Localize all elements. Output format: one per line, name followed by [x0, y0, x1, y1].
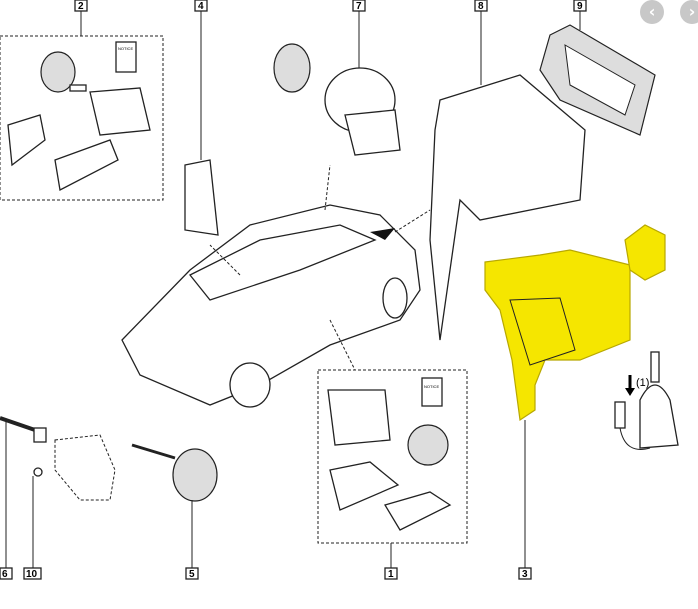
- part-8: [429, 74, 586, 341]
- svg-text:4: 4: [198, 1, 204, 12]
- key-blank-6: [0, 416, 47, 443]
- part-4: [184, 159, 219, 236]
- svg-text:NOTICE: NOTICE: [424, 384, 439, 389]
- svg-text:9: 9: [577, 1, 583, 12]
- callouts: 2 4 7 8 9 6 10 5 1 3: [0, 0, 587, 580]
- svg-text:8: 8: [478, 1, 484, 12]
- svg-text:NOTICE: NOTICE: [118, 46, 133, 51]
- part-3-highlighted: [484, 224, 666, 422]
- svg-text:5: 5: [189, 569, 195, 580]
- svg-text:6: 6: [2, 569, 8, 580]
- kit-1-parts: NOTICE: [327, 377, 452, 531]
- kit-1-box: [317, 369, 468, 544]
- key-5: [131, 443, 218, 502]
- next-image-button[interactable]: ›: [680, 0, 698, 24]
- svg-text:10: 10: [26, 569, 38, 580]
- car: [121, 204, 421, 408]
- svg-text:7: 7: [356, 1, 362, 12]
- svg-text:1: 1: [388, 569, 394, 580]
- remote-shell-10: [33, 434, 116, 501]
- svg-text:(1): (1): [636, 377, 649, 389]
- previous-image-button[interactable]: ‹: [640, 0, 664, 24]
- kit-2-parts: NOTICE: [7, 41, 151, 191]
- part-7: [273, 43, 401, 156]
- svg-text:2: 2: [78, 1, 84, 12]
- remote-key: (1): [614, 351, 679, 450]
- svg-text:3: 3: [522, 569, 528, 580]
